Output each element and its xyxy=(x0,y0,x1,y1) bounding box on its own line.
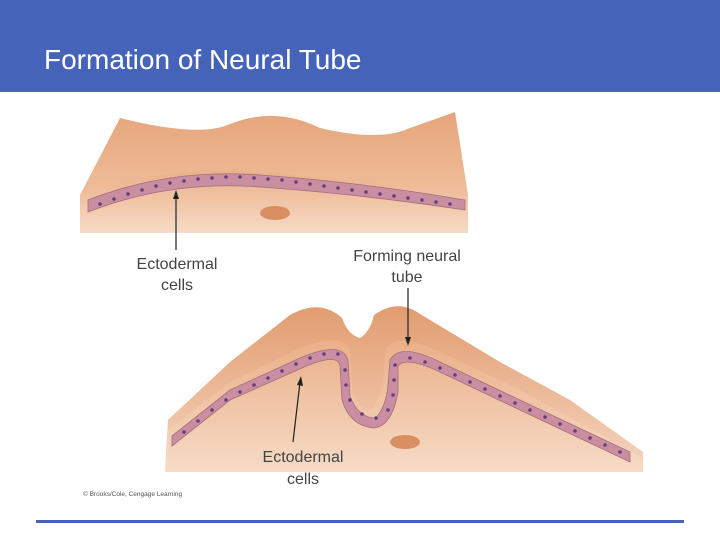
neural-plate-nuclei xyxy=(98,175,452,206)
neural-plate-ectoderm xyxy=(87,173,466,213)
diagram-canvas: Ectodermal cells Forming neural tube Ect… xyxy=(80,112,643,498)
arrowhead-bottom-ectoderm xyxy=(297,376,303,386)
neural-tube-section xyxy=(165,306,643,472)
arrowhead-top-ectoderm xyxy=(173,190,179,199)
image-credit: © Brooks/Cole, Cengage Learning xyxy=(83,490,182,498)
title-bar: Formation of Neural Tube xyxy=(0,0,720,92)
label-top-ectodermal-line2: cells xyxy=(161,277,193,294)
footer-rule xyxy=(36,520,684,523)
label-bottom-ectodermal-line1: Ectodermal xyxy=(263,449,344,466)
arrowhead-neural-tube xyxy=(405,337,411,346)
notochord-top xyxy=(260,206,290,220)
arrow-bottom-ectoderm xyxy=(292,381,301,443)
slide-title: Formation of Neural Tube xyxy=(44,44,362,75)
neural-groove-nuclei xyxy=(182,352,622,454)
label-neural-tube-line2: tube xyxy=(391,269,422,286)
label-neural-tube-line1: Forming neural xyxy=(353,248,461,265)
neural-groove-ectoderm xyxy=(171,349,631,463)
notochord-bottom xyxy=(390,435,420,449)
label-bottom-ectodermal-line2: cells xyxy=(287,471,319,488)
neural-tube-diagram: Ectodermal cells Forming neural tube Ect… xyxy=(80,100,643,500)
pointer-arrows xyxy=(173,190,411,443)
neural-plate-section xyxy=(80,112,468,233)
label-top-ectodermal-line1: Ectodermal xyxy=(137,256,218,273)
